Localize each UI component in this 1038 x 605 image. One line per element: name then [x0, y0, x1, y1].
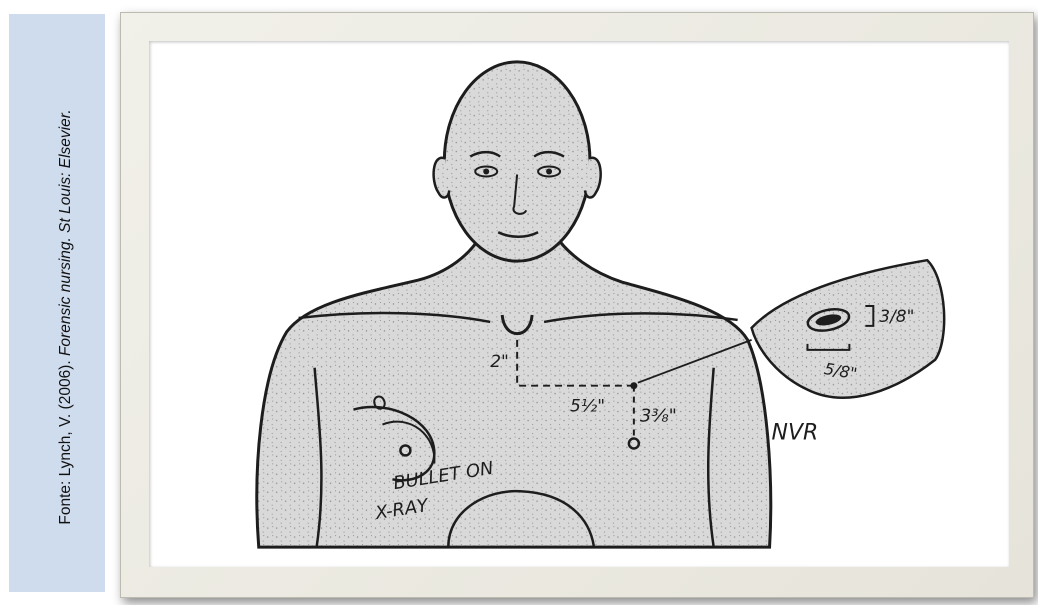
caption-plain: Fonte: Lynch, V. (2006).	[57, 356, 74, 525]
label-inset-height: 3/8"	[879, 306, 914, 326]
wound-point	[630, 382, 637, 389]
picture-mat: 2" 5½" 3⅜" 3/8" 5/8" NVR BULLET ON X-RAY	[149, 41, 1009, 567]
torso-outline	[257, 236, 771, 547]
label-horizontal-measure: 5½"	[570, 396, 605, 416]
head-outline	[444, 62, 590, 261]
source-caption: Fonte: Lynch, V. (2006). Forensic nursin…	[57, 109, 75, 524]
caption-italic: Forensic nursing. St Louis: Elsevier.	[57, 109, 74, 356]
label-vertical-measure: 3⅜"	[640, 406, 677, 427]
caption-panel: Fonte: Lynch, V. (2006). Forensic nursin…	[9, 14, 105, 592]
label-inset-name: NVR	[772, 420, 819, 445]
picture-frame: 2" 5½" 3⅜" 3/8" 5/8" NVR BULLET ON X-RAY	[120, 12, 1034, 598]
wound-diagram: 2" 5½" 3⅜" 3/8" 5/8" NVR BULLET ON X-RAY	[149, 41, 1009, 567]
label-neck-measure: 2"	[490, 351, 509, 371]
